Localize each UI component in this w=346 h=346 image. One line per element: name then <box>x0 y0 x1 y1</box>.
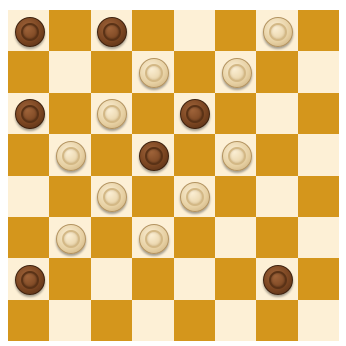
board-square[interactable] <box>298 176 339 217</box>
board-square[interactable] <box>91 51 132 92</box>
board-square[interactable] <box>174 51 215 92</box>
board-square[interactable] <box>8 258 49 299</box>
board-square[interactable] <box>215 258 256 299</box>
checkers-board <box>8 10 339 341</box>
board-square[interactable] <box>132 10 173 51</box>
light-checker-piece[interactable] <box>263 17 293 47</box>
dark-checker-piece[interactable] <box>139 141 169 171</box>
dark-checker-piece[interactable] <box>263 265 293 295</box>
board-square[interactable] <box>298 300 339 341</box>
light-checker-piece[interactable] <box>56 141 86 171</box>
board-square[interactable] <box>174 258 215 299</box>
dark-checker-piece[interactable] <box>180 99 210 129</box>
board-square[interactable] <box>256 10 297 51</box>
board-square[interactable] <box>174 10 215 51</box>
light-checker-piece[interactable] <box>180 182 210 212</box>
board-square[interactable] <box>215 176 256 217</box>
board-square[interactable] <box>8 93 49 134</box>
board-square[interactable] <box>132 51 173 92</box>
board-square[interactable] <box>256 300 297 341</box>
board-square[interactable] <box>8 176 49 217</box>
board-square[interactable] <box>256 51 297 92</box>
board-square[interactable] <box>91 93 132 134</box>
board-square[interactable] <box>91 217 132 258</box>
board-square[interactable] <box>49 258 90 299</box>
board-square[interactable] <box>49 176 90 217</box>
board-square[interactable] <box>8 300 49 341</box>
board-square[interactable] <box>298 10 339 51</box>
board-square[interactable] <box>91 258 132 299</box>
board-square[interactable] <box>49 217 90 258</box>
board-square[interactable] <box>132 300 173 341</box>
board-square[interactable] <box>174 176 215 217</box>
board-square[interactable] <box>215 217 256 258</box>
board-square[interactable] <box>256 217 297 258</box>
board-square[interactable] <box>174 134 215 175</box>
board-square[interactable] <box>174 217 215 258</box>
board-square[interactable] <box>256 176 297 217</box>
board-square[interactable] <box>298 217 339 258</box>
board-square[interactable] <box>8 51 49 92</box>
board-square[interactable] <box>49 93 90 134</box>
board-square[interactable] <box>215 10 256 51</box>
board-square[interactable] <box>174 93 215 134</box>
board-square[interactable] <box>132 176 173 217</box>
light-checker-piece[interactable] <box>97 182 127 212</box>
board-square[interactable] <box>132 93 173 134</box>
board-square[interactable] <box>298 258 339 299</box>
board-square[interactable] <box>298 51 339 92</box>
board-square[interactable] <box>8 134 49 175</box>
board-square[interactable] <box>215 134 256 175</box>
board-square[interactable] <box>49 51 90 92</box>
board-square[interactable] <box>132 134 173 175</box>
board-square[interactable] <box>91 10 132 51</box>
light-checker-piece[interactable] <box>56 224 86 254</box>
board-square[interactable] <box>298 134 339 175</box>
board-square[interactable] <box>298 93 339 134</box>
board-square[interactable] <box>215 51 256 92</box>
board-square[interactable] <box>256 258 297 299</box>
light-checker-piece[interactable] <box>139 58 169 88</box>
dark-checker-piece[interactable] <box>97 17 127 47</box>
board-square[interactable] <box>91 134 132 175</box>
dark-checker-piece[interactable] <box>15 17 45 47</box>
board-square[interactable] <box>215 93 256 134</box>
board-square[interactable] <box>132 217 173 258</box>
board-square[interactable] <box>49 300 90 341</box>
board-square[interactable] <box>174 300 215 341</box>
light-checker-piece[interactable] <box>97 99 127 129</box>
board-square[interactable] <box>91 176 132 217</box>
light-checker-piece[interactable] <box>139 224 169 254</box>
board-square[interactable] <box>256 134 297 175</box>
board-square[interactable] <box>91 300 132 341</box>
board-square[interactable] <box>49 134 90 175</box>
dark-checker-piece[interactable] <box>15 265 45 295</box>
board-square[interactable] <box>49 10 90 51</box>
board-square[interactable] <box>256 93 297 134</box>
light-checker-piece[interactable] <box>222 58 252 88</box>
dark-checker-piece[interactable] <box>15 99 45 129</box>
board-square[interactable] <box>215 300 256 341</box>
board-square[interactable] <box>8 217 49 258</box>
board-square[interactable] <box>132 258 173 299</box>
light-checker-piece[interactable] <box>222 141 252 171</box>
board-square[interactable] <box>8 10 49 51</box>
